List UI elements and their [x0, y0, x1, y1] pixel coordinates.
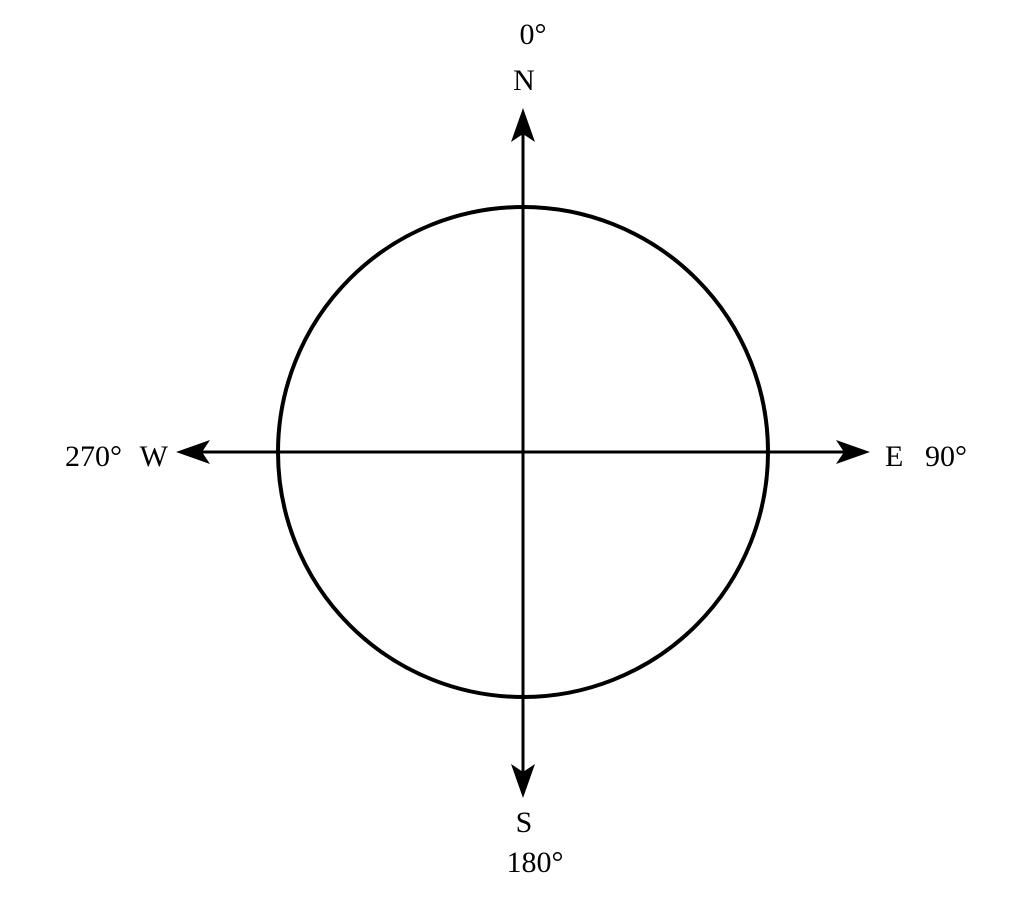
- west-degrees-label: 270°: [65, 440, 122, 473]
- south-letter-label: S: [516, 806, 533, 839]
- north-arrowhead: [511, 108, 535, 142]
- east-letter-label: E: [885, 440, 903, 473]
- west-arrowhead: [176, 440, 210, 464]
- south-arrowhead: [511, 764, 535, 798]
- north-degrees-label: 0°: [520, 18, 547, 51]
- east-degrees-label: 90°: [925, 440, 967, 473]
- north-letter-label: N: [513, 64, 535, 97]
- west-letter-label: W: [140, 440, 169, 473]
- south-degrees-label: 180°: [507, 846, 564, 879]
- east-arrowhead: [836, 440, 870, 464]
